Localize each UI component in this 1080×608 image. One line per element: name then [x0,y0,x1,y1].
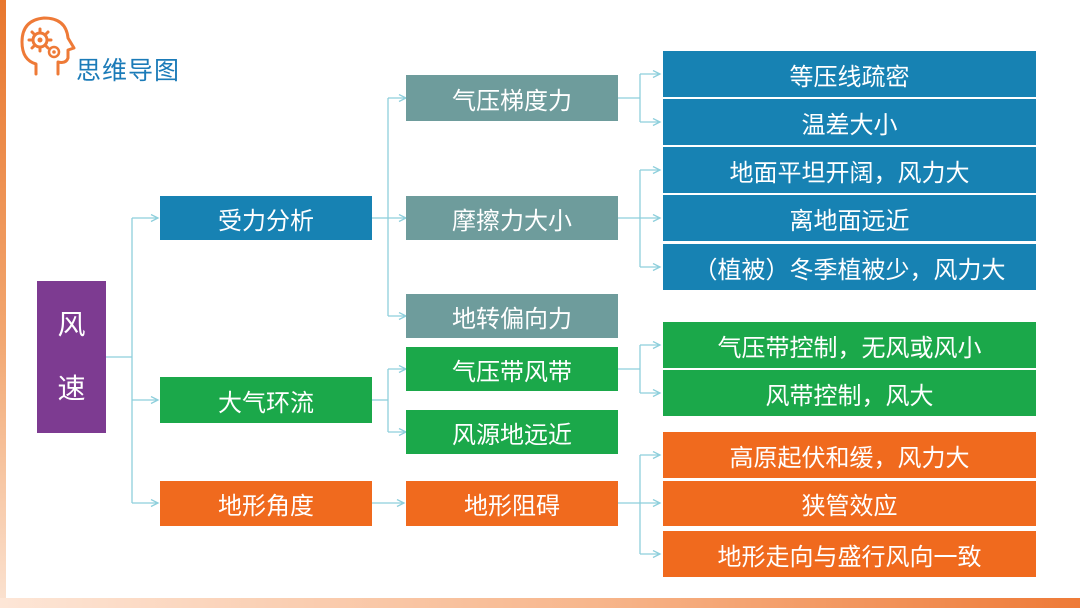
root-char-1: 风 [57,308,86,341]
node-friction: 摩擦力大小 [406,196,618,240]
node-pressure-wind-belts: 气压带风带 [406,347,618,391]
head-gears-icon [20,16,76,76]
node-coriolis-force: 地转偏向力 [406,294,618,338]
leaf-terrain-alignment: 地形走向与盛行风向一致 [663,531,1036,577]
bottom-accent-strip [0,598,1080,608]
root-node: 风 速 [37,281,106,433]
node-wind-source-distance: 风源地远近 [406,410,618,454]
branch-terrain: 地形角度 [160,481,372,526]
leaf-narrow-pipe-effect: 狭管效应 [663,481,1036,526]
leaf-vegetation: （植被）冬季植被少，风力大 [663,244,1036,290]
leaf-flat-open-ground: 地面平坦开阔，风力大 [663,147,1036,193]
node-pressure-gradient-force: 气压梯度力 [406,75,618,121]
leaf-plateau-gentle: 高原起伏和缓，风力大 [663,432,1036,478]
page-header: 思维导图 [14,12,214,85]
root-char-2: 速 [57,372,86,405]
node-terrain-obstruction: 地形阻碍 [406,481,618,526]
branch-atmospheric-circulation: 大气环流 [160,377,372,423]
page-title: 思维导图 [76,56,181,85]
leaf-distance-from-ground: 离地面远近 [663,195,1036,241]
left-accent-strip [0,0,6,608]
leaf-isobar-density: 等压线疏密 [663,51,1036,97]
leaf-temperature-difference: 温差大小 [663,99,1036,145]
leaf-wind-belt-control: 风带控制，风大 [663,370,1036,416]
leaf-pressure-belt-control: 气压带控制，无风或风小 [663,322,1036,368]
branch-force-analysis: 受力分析 [160,196,372,240]
